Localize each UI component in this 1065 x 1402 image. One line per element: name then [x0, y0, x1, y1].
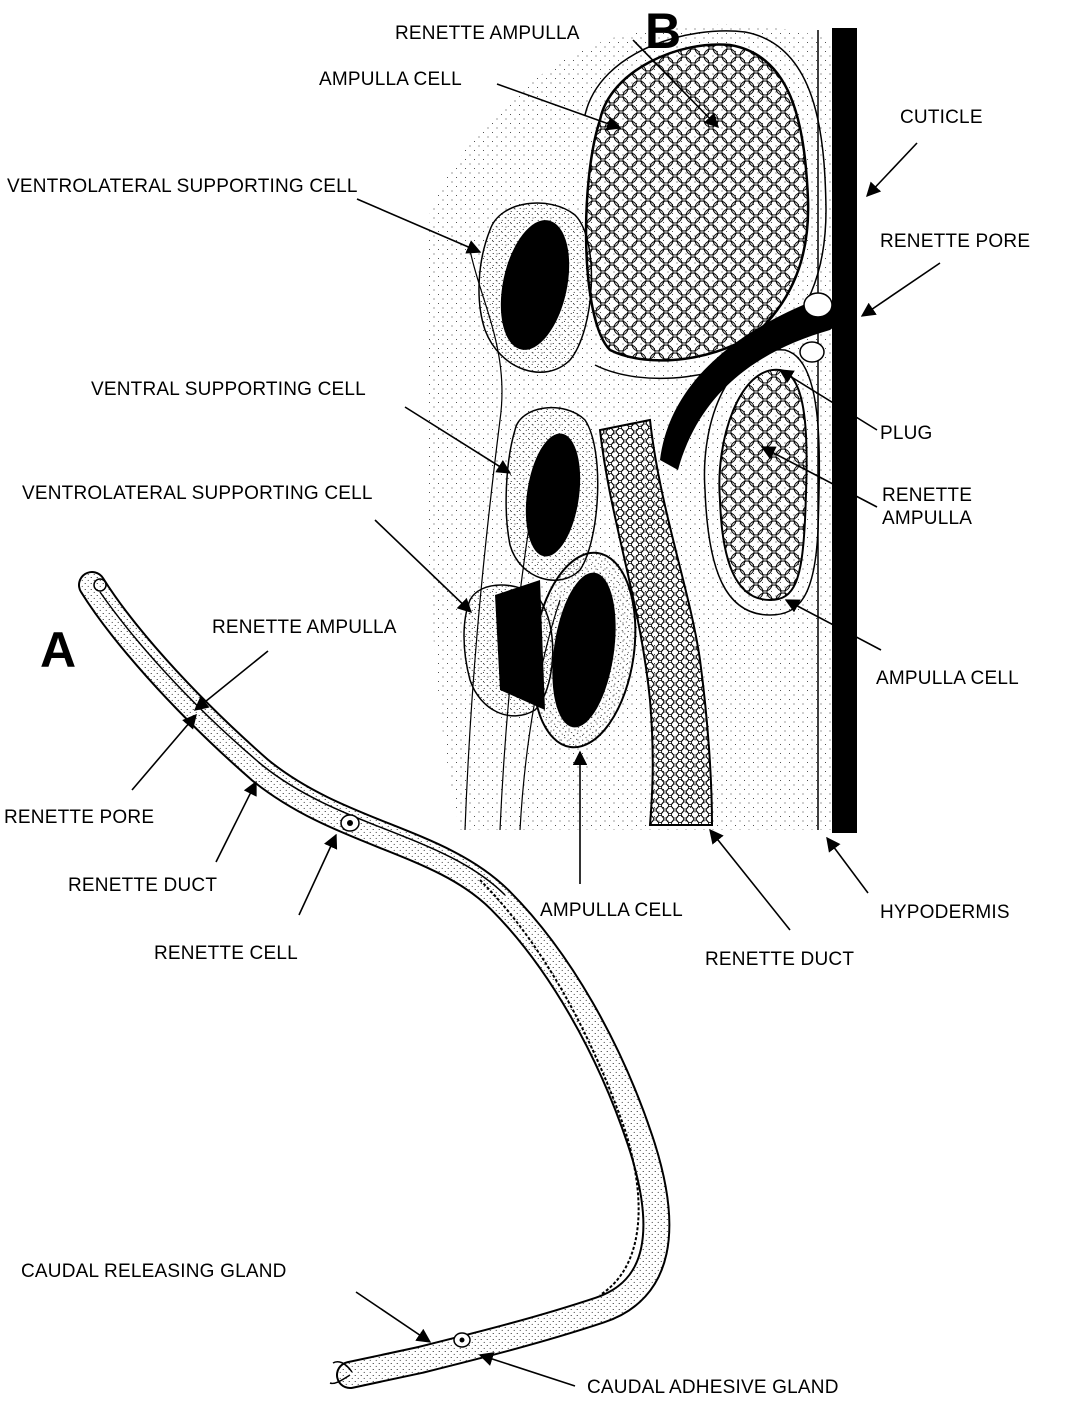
label-b-renette-ampulla-right: RENETTE AMPULLA	[882, 485, 972, 531]
label-b-cuticle: CUTICLE	[900, 108, 983, 127]
upper-renette-ampulla	[586, 44, 808, 360]
label-b-ventrolateral-supporting-cell-upper: VENTROLATERAL SUPPORTING CELL	[7, 177, 358, 196]
panel-letter-a: A	[40, 625, 76, 675]
label-a-caudal-adhesive-gland: CAUDAL ADHESIVE GLAND	[587, 1378, 839, 1397]
label-a-renette-cell: RENETTE CELL	[154, 944, 298, 963]
label-b-renette-pore: RENETTE PORE	[880, 232, 1030, 251]
label-b-renette-ampulla-right-line2: AMPULLA	[882, 508, 972, 529]
panel-b-illustration	[426, 25, 857, 833]
label-b-renette-duct: RENETTE DUCT	[705, 950, 854, 969]
label-b-ventrolateral-supporting-cell-lower: VENTROLATERAL SUPPORTING CELL	[22, 484, 373, 503]
label-b-ampulla-cell-bottom: AMPULLA CELL	[540, 901, 683, 920]
label-b-hypodermis: HYPODERMIS	[880, 903, 1010, 922]
label-a-renette-pore: RENETTE PORE	[4, 808, 154, 827]
cuticle-bar	[832, 28, 857, 833]
label-b-ampulla-cell-right: AMPULLA CELL	[876, 669, 1019, 688]
panel-letter-b: B	[645, 6, 681, 56]
label-a-caudal-releasing-gland: CAUDAL RELEASING GLAND	[21, 1262, 287, 1281]
label-b-ampulla-cell-top: AMPULLA CELL	[319, 70, 462, 89]
label-a-renette-ampulla: RENETTE AMPULLA	[212, 618, 397, 637]
label-b-plug: PLUG	[880, 424, 933, 443]
label-a-renette-duct: RENETTE DUCT	[68, 876, 217, 895]
label-b-ventral-supporting-cell: VENTRAL SUPPORTING CELL	[91, 380, 366, 399]
label-b-renette-ampulla-top: RENETTE AMPULLA	[395, 24, 580, 43]
label-b-renette-ampulla-right-line1: RENETTE	[882, 485, 972, 506]
